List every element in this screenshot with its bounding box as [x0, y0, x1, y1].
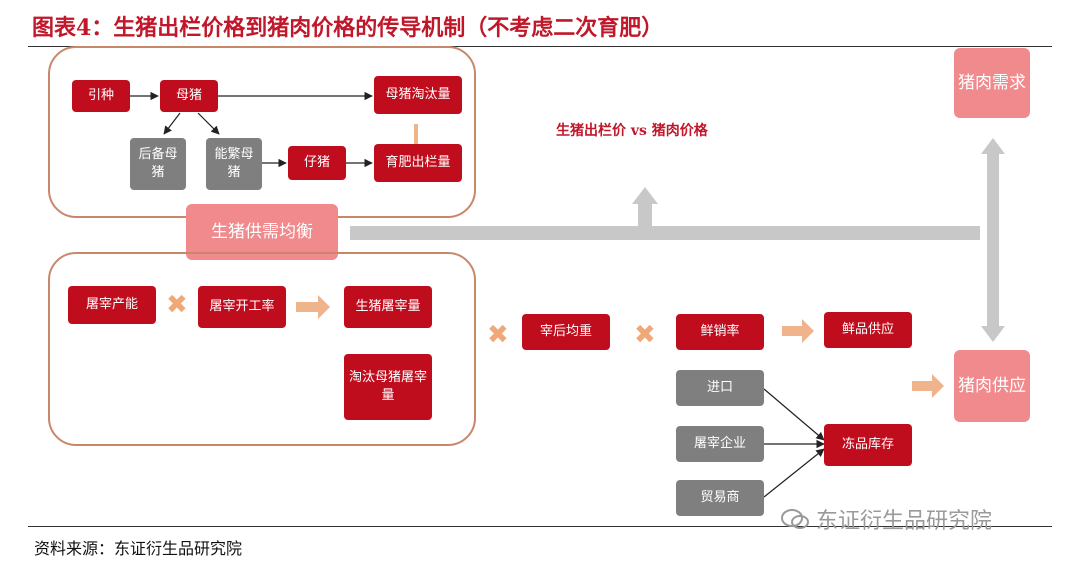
sow-slaughter-box: 淘汰母猪屠宰量 [344, 354, 432, 420]
arrow-trader-to-frozen [763, 448, 825, 498]
balance-bar [350, 187, 980, 240]
trader-box: 贸易商 [676, 480, 764, 516]
balance-label: 生猪出栏价 vs 猪肉价格 [556, 123, 708, 139]
source-note: 资料来源：东证衍生品研究院 [34, 539, 243, 558]
multiply-icon: ✖ [487, 320, 509, 350]
sow-cull-box: 母猪淘汰量 [374, 76, 462, 114]
fattening-output-box: 育肥出栏量 [374, 144, 462, 182]
plus-icon [414, 124, 418, 146]
reserve-sow-box: 后备母猪 [130, 138, 186, 190]
carcass-weight-box: 宰后均重 [522, 314, 610, 350]
figure-title: 图表4：生猪出栏价格到猪肉价格的传导机制（不考虑二次育肥） [32, 15, 664, 41]
hog-slaughter-box: 生猪屠宰量 [344, 286, 432, 328]
balance-box: 生猪供需均衡 [186, 204, 338, 260]
fresh-supply-box: 鲜品供应 [824, 312, 912, 348]
pork-demand-box: 猪肉需求 [954, 48, 1030, 118]
slaughter-group [48, 252, 476, 446]
breeding-sow-box: 能繁母猪 [206, 138, 262, 190]
orange-arrows [296, 295, 944, 398]
bottom-rule [28, 526, 1052, 527]
multiply-icon: ✖ [166, 290, 188, 320]
import-box: 进口 [676, 370, 764, 406]
watermark: 东证衍生品研究院 [780, 503, 992, 535]
arrow-sow-to-reserve [163, 112, 181, 135]
arrow-sow-to-breeding [197, 112, 220, 135]
wechat-icon [781, 509, 809, 529]
arrow-import-to-frozen [763, 388, 825, 441]
fresh-sale-rate-box: 鲜销率 [676, 314, 764, 350]
slaughter-capacity-box: 屠宰产能 [68, 286, 156, 324]
hog-supply-group [48, 46, 476, 218]
sow-box: 母猪 [160, 80, 218, 112]
slaughter-enterprise-box: 屠宰企业 [676, 426, 764, 462]
multiply-icon: ✖ [634, 320, 656, 350]
top-rule [28, 46, 1052, 47]
frozen-inventory-box: 冻品库存 [824, 424, 912, 466]
operating-rate-box: 屠宰开工率 [198, 286, 286, 328]
piglet-box: 仔猪 [288, 146, 346, 180]
introduce-box: 引种 [72, 80, 130, 112]
double-arrow-demand-supply [981, 138, 1005, 342]
pork-supply-box: 猪肉供应 [954, 350, 1030, 422]
watermark-text: 东证衍生品研究院 [816, 509, 993, 534]
